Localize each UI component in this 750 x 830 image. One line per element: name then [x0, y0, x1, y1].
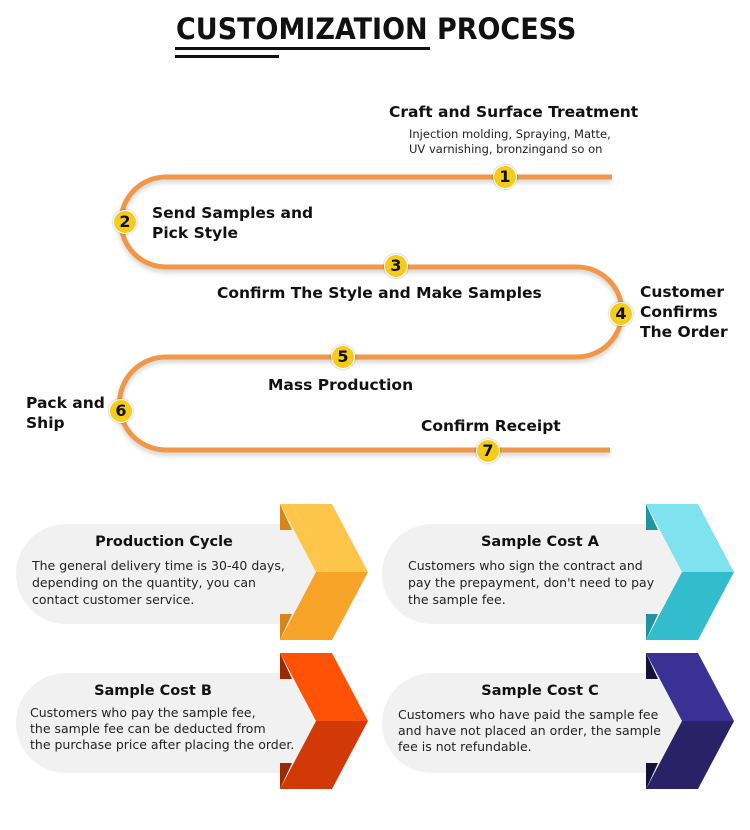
card-body-line-3: fee is not refundable. [398, 739, 532, 754]
card-body-line-2: and have not placed an order, the sample [398, 723, 661, 738]
step-badge-6: 6 [109, 399, 133, 423]
card-body-line-1: The general delivery time is 30-40 days, [32, 558, 285, 573]
step-6-label-line-2: Ship [26, 414, 65, 432]
card-body-line-2: pay the prepayment, don't need to pay [408, 575, 655, 590]
chevron-shade [280, 763, 292, 789]
card-body-line-1: Customers who pay the sample fee, [30, 705, 256, 720]
step-badge-2: 2 [113, 210, 137, 234]
chevron-top [280, 653, 368, 721]
step-3-label: Confirm The Style and Make Samples [217, 284, 542, 302]
step-2-label-line-1: Send Samples and [152, 204, 314, 222]
step-1-description-line-2: UV varnishing, bronzingand so on [409, 142, 603, 156]
card-sample-cost-c: Sample Cost C Customers who have paid th… [378, 651, 738, 791]
card-background [16, 524, 326, 624]
card-body-line-2: depending on the quantity, you can [32, 575, 256, 590]
step-badge-3: 3 [384, 254, 408, 278]
chevron-arrow-icon [280, 504, 368, 640]
card-title: Production Cycle [95, 534, 233, 550]
card-title: Sample Cost B [94, 683, 212, 699]
chevron-shade [280, 504, 292, 530]
card-body-line-3: the sample fee. [408, 592, 506, 607]
step-4-label-line-2: Confirms [640, 303, 718, 321]
card-background [16, 673, 326, 773]
chevron-arrow-icon [646, 504, 734, 640]
chevron-shade [646, 504, 658, 530]
step-4-label-line-1: Customer [640, 283, 725, 301]
step-5-label: Mass Production [268, 376, 414, 394]
card-background [382, 524, 692, 624]
chevron-bottom [646, 572, 734, 640]
card-sample-cost-b: Sample Cost B Customers who pay the samp… [12, 651, 372, 791]
step-4-label-line-3: The Order [640, 323, 728, 341]
chevron-shade [646, 763, 658, 789]
card-background [382, 673, 692, 773]
chevron-bottom [280, 721, 368, 789]
chevron-bottom [280, 572, 368, 640]
chevron-shade [280, 614, 292, 640]
title-underline-short [175, 55, 279, 58]
title-underline [175, 47, 430, 50]
chevron-shade [646, 653, 658, 679]
chevron-top [292, 504, 368, 572]
step-1-label: Craft and Surface Treatment [389, 103, 639, 121]
chevron-arrow-icon [646, 653, 734, 789]
card-title: Sample Cost C [481, 683, 599, 699]
chevron-shade [646, 614, 658, 640]
card-body-line-1: Customers who sign the contract and [408, 558, 643, 573]
step-badge-7: 7 [476, 439, 500, 463]
step-6-label-line-1: Pack and [26, 394, 105, 412]
chevron-top [646, 504, 734, 572]
step-badge-1: 1 [493, 165, 517, 189]
step-7-label: Confirm Receipt [421, 417, 561, 435]
card-title: Sample Cost A [480, 534, 599, 550]
card-production-cycle: Production Cycle The general delivery ti… [12, 502, 372, 642]
chevron-bottom [646, 721, 734, 789]
step-badge-5: 5 [331, 345, 355, 369]
card-body-line-3: the purchase price after placing the ord… [30, 737, 295, 752]
chevron-top [646, 653, 734, 721]
step-badge-4: 4 [609, 302, 633, 326]
chevron-top-left [280, 504, 328, 572]
card-body-line-2: the sample fee can be deducted from [30, 721, 266, 736]
chevron-shade [280, 653, 292, 679]
chevron-arrow-icon [280, 653, 368, 789]
step-1-description-line-1: Injection molding, Spraying, Matte, [409, 127, 611, 141]
page-title: CUSTOMIZATION PROCESS [176, 12, 577, 46]
card-body-line-3: contact customer service. [32, 592, 195, 607]
card-body-line-1: Customers who have paid the sample fee [398, 707, 659, 722]
step-2-label-line-2: Pick Style [152, 224, 239, 242]
card-sample-cost-a: Sample Cost A Customers who sign the con… [378, 502, 738, 642]
